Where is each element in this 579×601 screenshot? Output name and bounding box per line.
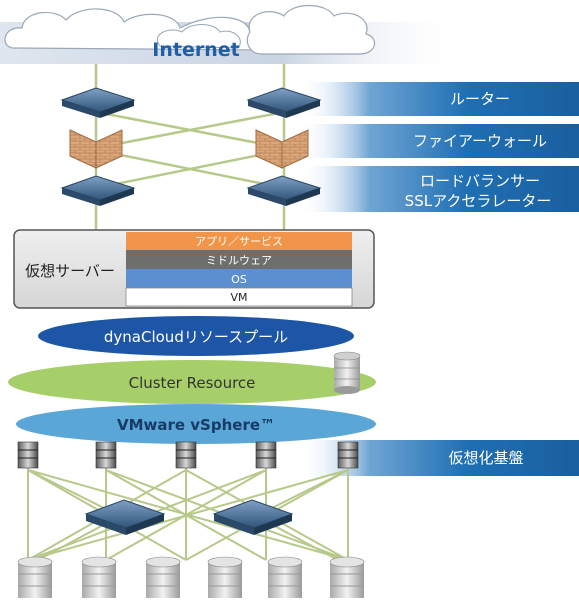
storage-icon [333,351,361,394]
band-load-balancer-label-2: SSLアクセラレーター [405,192,552,210]
storage-drum-icon [207,556,243,598]
lower-links [27,464,349,561]
dynacloud-label: dynaCloudリソースプール [104,328,288,346]
storage-drum-icon [329,556,365,598]
virtual-server: 仮想サーバー アプリ／サービス ミドルウェア OS VM [13,229,375,309]
layer-vm-label: VM [230,291,247,304]
storage-drum-icon [145,556,181,598]
layer-app-label: アプリ／サービス [195,235,283,248]
storage-drum-icon [267,556,303,598]
load-balancer-icon [60,175,136,206]
storage-row [17,556,365,598]
server-rack-icon [255,441,277,469]
load-balancer-icon [246,175,322,206]
band-virtualization-label: 仮想化基盤 [448,449,523,467]
band-router-label: ルーター [450,90,510,108]
internet-label: Internet [152,39,239,61]
internet-cloud: Internet [0,5,470,64]
firewall-icon [255,129,309,169]
switch-icon [212,499,294,535]
layer-vm [125,287,353,307]
router-icon [246,87,322,118]
firewall-icon [69,129,123,169]
server-rack-icon [17,441,39,469]
router-icon [60,87,136,118]
cluster-resource: Cluster Resource [8,360,376,404]
vsphere-label: VMware vSphere™ [117,416,275,434]
virtual-server-label: 仮想サーバー [25,262,115,280]
layer-os-label: OS [231,273,247,286]
storage-drum-icon [17,556,53,598]
band-firewall: ファイアーウォール [300,124,579,158]
band-load-balancer-label-1: ロードバランサー [420,172,540,190]
band-firewall-label: ファイアーウォール [413,132,547,150]
layer-middleware-label: ミドルウェア [206,254,272,267]
band-router: ルーター [300,82,579,116]
layer-os [126,269,352,288]
storage-drum-icon [81,556,117,598]
server-rack-icon [95,441,117,469]
cluster-label: Cluster Resource [129,374,256,392]
layer-middleware [126,250,352,269]
switch-icon [84,499,166,535]
dynacloud-pool: dynaCloudリソースプール [38,316,354,356]
layer-app [126,232,352,250]
band-load-balancer: ロードバランサー SSLアクセラレーター [300,166,579,212]
server-rack-icon [175,441,197,469]
vsphere: VMware vSphere™ [16,404,376,444]
server-rack-icon [337,441,359,469]
